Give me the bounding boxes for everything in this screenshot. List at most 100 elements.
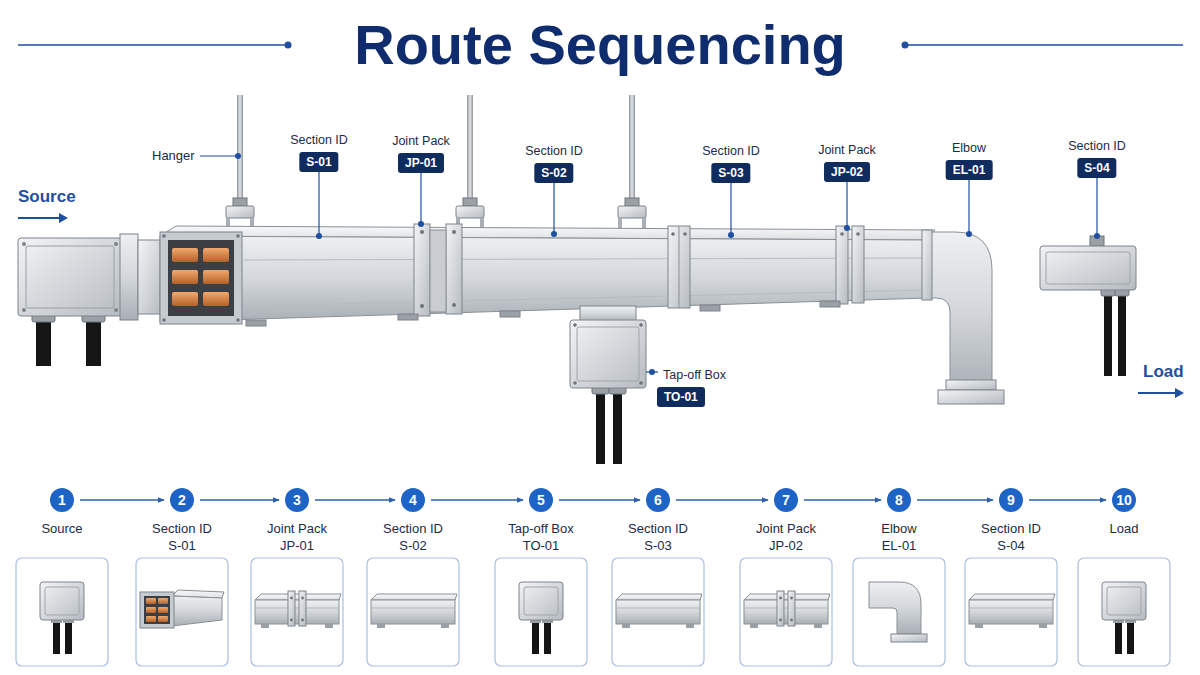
hanger-rod <box>625 198 639 206</box>
source-enclosure <box>86 316 101 366</box>
sequence-arrow <box>1029 499 1106 500</box>
source-enclosure <box>18 234 162 366</box>
busway-duct <box>683 232 687 236</box>
step-label: S-03 <box>644 538 671 553</box>
busway-duct <box>836 226 848 304</box>
thumbnail-frame <box>367 558 459 666</box>
thumbnail-icon <box>1102 582 1146 654</box>
step-number: 4 <box>409 493 417 507</box>
step-label: TO-01 <box>523 538 560 553</box>
busway-duct <box>679 226 680 308</box>
step-label: JP-02 <box>769 538 803 553</box>
step-number: 1 <box>58 493 66 507</box>
leader-line <box>316 233 322 239</box>
id-badge: Section IDS-03 <box>711 163 750 183</box>
step-circle: 10Load <box>1112 488 1136 512</box>
step-label: Joint Pack <box>756 521 816 536</box>
hanger-rod <box>629 95 635 208</box>
busway-duct <box>162 234 166 238</box>
busway-duct <box>700 305 720 311</box>
busway-duct <box>452 303 456 307</box>
busway-duct <box>420 304 424 308</box>
end-box <box>1104 290 1112 376</box>
callout-heading: Section ID <box>290 133 348 147</box>
tap-off-box <box>639 381 643 385</box>
busway-duct <box>203 270 229 284</box>
leader-line <box>846 182 847 226</box>
step-circle: 4Section IDS-02 <box>401 488 425 512</box>
step-number: 8 <box>895 493 903 507</box>
busway-duct <box>840 232 844 236</box>
callout-heading: Section ID <box>525 144 583 158</box>
busway-duct <box>203 292 229 306</box>
tap-off-box <box>570 306 646 464</box>
flow-label: Source <box>18 187 76 207</box>
busway-duct <box>668 226 690 308</box>
busway-duct <box>172 270 198 284</box>
step-label: Elbow <box>881 521 916 536</box>
step-number: 2 <box>178 493 186 507</box>
tap-off-box <box>596 388 605 464</box>
hanger-rod <box>456 206 484 218</box>
callout-heading: Joint Pack <box>818 143 876 157</box>
thumbnail-frame <box>495 558 587 666</box>
flow-arrow <box>1175 388 1184 398</box>
source-enclosure <box>22 242 26 246</box>
leader-line <box>844 225 850 231</box>
busway-duct <box>168 240 234 316</box>
step-label: S-04 <box>997 538 1024 553</box>
thumbnail-frame <box>1078 558 1170 666</box>
thumbnail-icon <box>869 582 927 642</box>
thumbnail-icon <box>40 582 84 654</box>
tap-off-box <box>613 388 622 464</box>
leader-line <box>1096 178 1097 234</box>
leader-line <box>418 221 424 227</box>
callout-heading: Tap-off Box <box>663 368 726 382</box>
end-box <box>1040 236 1136 376</box>
section-id: S-04 <box>1084 161 1109 175</box>
section-id: S-02 <box>541 166 566 180</box>
hanger-rod <box>237 95 243 208</box>
step-label: S-01 <box>168 538 195 553</box>
id-badge: Section IDS-02 <box>534 163 573 183</box>
callout-heading: Section ID <box>702 144 760 158</box>
busway-duct <box>671 232 675 236</box>
busway-duct <box>203 248 229 262</box>
busway-duct <box>246 320 266 326</box>
step-label: Section ID <box>628 521 688 536</box>
leader-line <box>318 172 319 234</box>
busway-duct <box>852 226 864 303</box>
leader-line <box>968 180 969 232</box>
elbow-fitting <box>926 232 992 392</box>
hanger-rod <box>226 206 254 218</box>
step-circle: 9Section IDS-04 <box>999 488 1023 512</box>
source-enclosure <box>18 238 122 316</box>
title-rule <box>907 44 1183 46</box>
source-enclosure <box>36 316 51 366</box>
source-enclosure <box>120 234 138 320</box>
id-badge: Joint PackJP-01 <box>398 153 444 173</box>
thumbnail-icon <box>616 594 702 628</box>
busway-duct <box>244 258 928 260</box>
sequence-arrow <box>559 499 640 500</box>
flow-arrow <box>59 213 68 223</box>
leader-line <box>200 153 1100 375</box>
step-label: Joint Pack <box>267 521 327 536</box>
sequence-arrow <box>431 499 523 500</box>
leader-line <box>649 369 655 375</box>
callout-heading: Joint Pack <box>392 134 450 148</box>
sequence-arrow <box>315 499 395 500</box>
source-enclosure <box>22 308 26 312</box>
leader-line <box>420 173 421 222</box>
tap-off-box <box>573 323 577 327</box>
end-box <box>1040 246 1136 290</box>
busway-duct <box>430 230 446 312</box>
title-rule <box>285 42 292 49</box>
flow-arrow <box>18 213 1184 398</box>
id-badge: Section IDS-04 <box>1077 158 1116 178</box>
thumbnail-frame <box>612 558 704 666</box>
hanger-rod <box>233 198 247 206</box>
elbow-fitting <box>922 230 1004 404</box>
